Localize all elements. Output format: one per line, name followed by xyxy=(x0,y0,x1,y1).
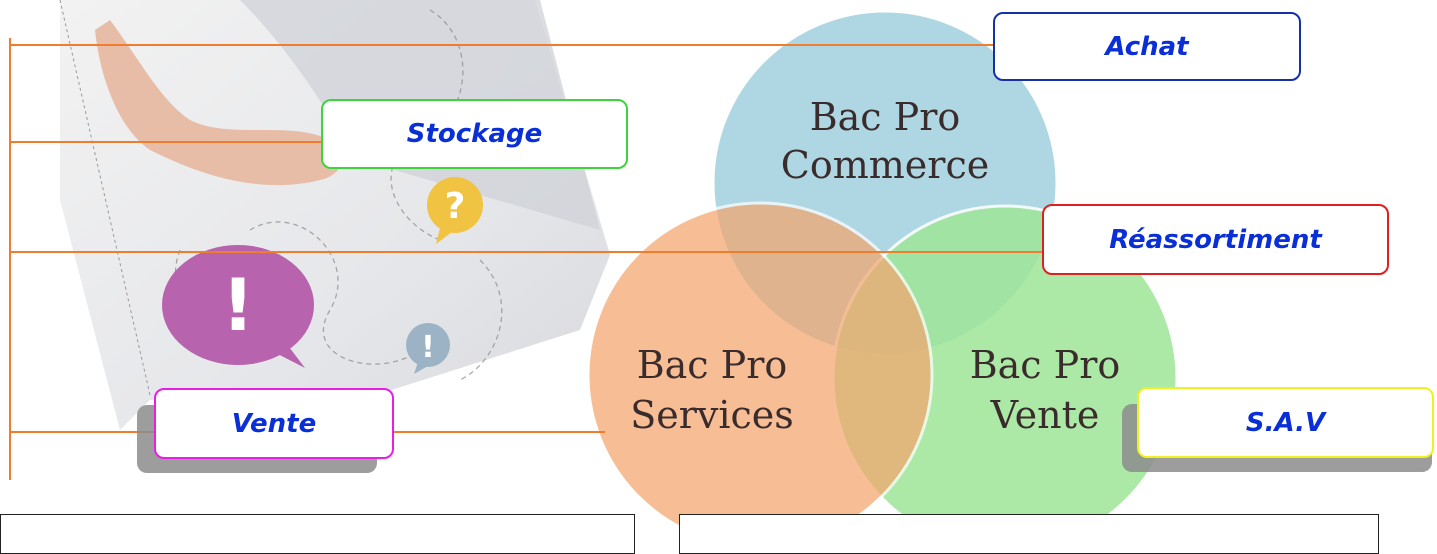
hand-shape xyxy=(95,20,343,186)
venn-diagram: Bac Pro Commerce Bac Pro Services Bac Pr… xyxy=(586,9,1179,540)
circle-services xyxy=(586,201,934,540)
exclamation-bubble-icon: ! xyxy=(162,245,314,368)
svg-text:!: ! xyxy=(421,330,435,365)
vente-label-line2: Vente xyxy=(990,393,1100,437)
svg-text:?: ? xyxy=(445,186,466,227)
tag-reassortiment: Réassortiment xyxy=(1042,204,1389,275)
question-bubble-icon: ? xyxy=(427,177,483,244)
bottom-left-textbox xyxy=(0,514,635,554)
bottom-right-textbox xyxy=(679,514,1379,554)
commerce-label-line1: Bac Pro xyxy=(810,95,961,139)
connector-lines xyxy=(9,38,1043,480)
tag-achat: Achat xyxy=(993,12,1301,81)
tag-vente: Vente xyxy=(154,388,394,459)
tag-stockage: Stockage xyxy=(321,99,628,169)
tag-sav: S.A.V xyxy=(1137,387,1434,458)
small-exclamation-bubble-icon: ! xyxy=(406,323,450,374)
svg-text:!: ! xyxy=(222,263,255,347)
services-label-line1: Bac Pro xyxy=(637,343,788,387)
vente-label-line1: Bac Pro xyxy=(970,343,1121,387)
services-label-line2: Services xyxy=(630,393,794,437)
commerce-label-line2: Commerce xyxy=(781,143,989,187)
